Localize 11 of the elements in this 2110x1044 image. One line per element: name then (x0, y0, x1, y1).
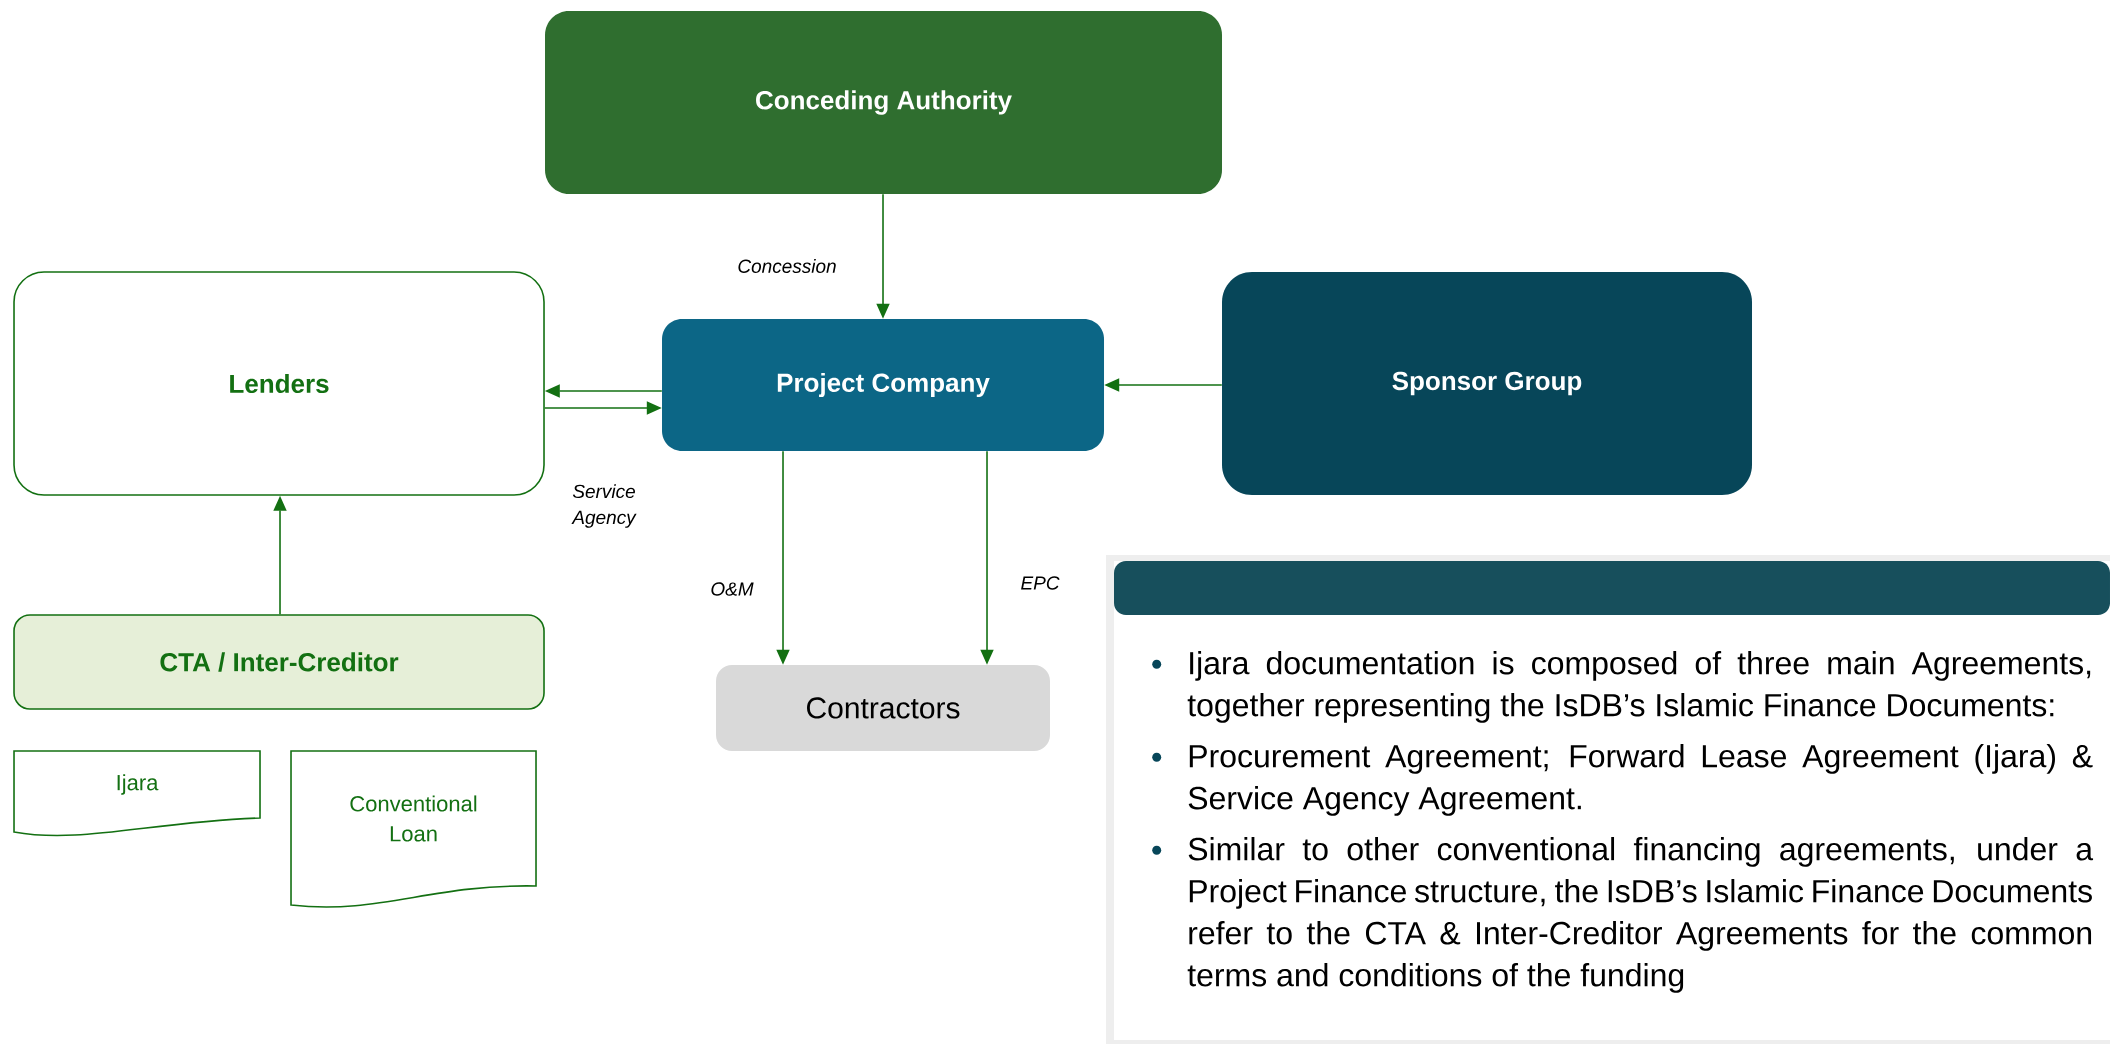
edge-label: O&M (711, 582, 754, 596)
info-panel: Ijara documentation is composed of three main Agreements, together representing the IsDB’s Islamic Finance Documents: Procurement Agreement; Forward Lease Agreement (Ijara) & Service Agency Agreement. Similar to other conventional financing agreements, under a Project Finance structure, the IsDB’s Islamic Finance Documents refer to the CTA & Inter-Creditor Agreements for the common terms and conditions of the funding (1106, 555, 2110, 1044)
sponsor-box: Sponsor Group (1222, 272, 1752, 495)
authority-box: Conceding Authority (545, 11, 1222, 194)
creditor-box: CTA / Inter-Creditor (13, 614, 545, 710)
edge-label: Service Agency (571, 484, 637, 528)
edge-label: EPC (1021, 576, 1060, 590)
contractors-box: Contractors (716, 665, 1050, 751)
edge-label: Concession (738, 259, 836, 273)
lenders-box: Lenders (13, 271, 545, 496)
company-box: Project Company (662, 319, 1104, 451)
